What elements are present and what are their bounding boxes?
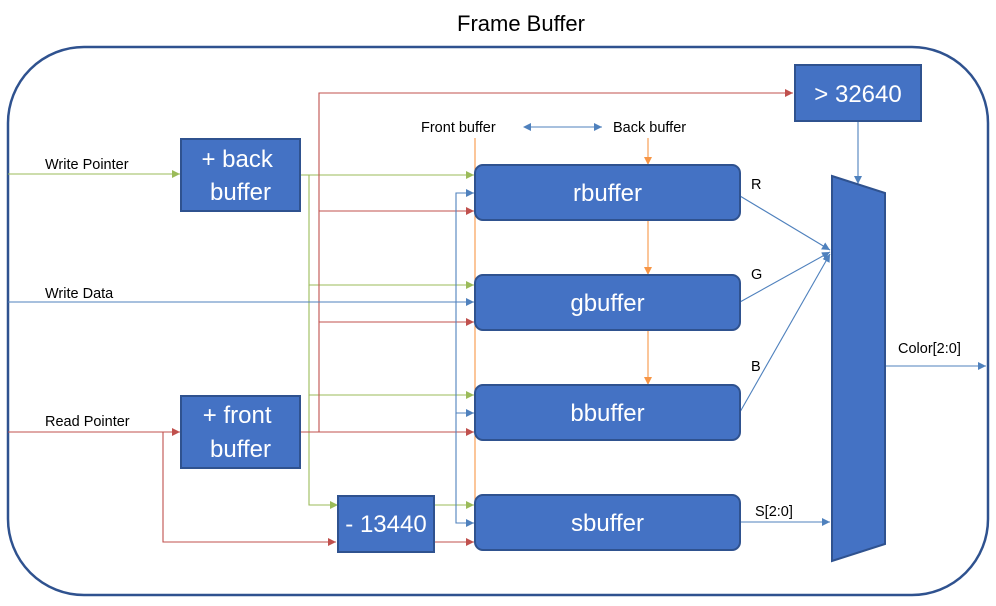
rbuffer-block [474,164,741,221]
color-multiplexer [831,174,886,563]
data-to-sbuffer-wire [455,413,474,527]
rbuffer-label: rbuffer [573,180,642,207]
front-to-gbuffer-wire [318,318,474,432]
write-data-label: Write Data [45,286,114,302]
color-output-label: Color[2:0] [898,341,961,357]
write-pointer-label: Write Pointer [45,157,129,173]
s-output-label: S[2:0] [755,504,793,520]
g-to-mux-wire [739,251,831,303]
back-buffer-label: Back buffer [613,120,686,136]
read-to-offset-wire [162,432,336,546]
front-to-rbuffer-wire [318,207,474,322]
front-buffer-label: Front buffer [421,120,496,136]
gbuffer-block [474,274,741,331]
g-output-label: G [751,267,762,283]
r-output-label: R [751,177,761,193]
front-buffer-block-label: + front buffer [203,402,278,463]
bbuffer-label: bbuffer [570,400,644,427]
back-to-offset-wire [308,395,338,509]
threshold-block [794,64,922,122]
back-buffer-block-label: + back buffer [201,146,279,206]
diagram-title: Frame Buffer [457,11,585,36]
sbuffer-block [474,494,741,551]
data-to-rbuffer-wire [455,189,474,302]
gbuffer-label: gbuffer [570,290,644,317]
threshold-label: > 32640 [814,81,901,108]
b-to-mux-wire [739,253,831,413]
back-to-gbuffer-wire [308,175,474,289]
b-output-label: B [751,359,761,375]
frame-buffer-container [6,45,990,597]
data-to-bbuffer-wire [455,302,474,417]
bbuffer-block [474,384,741,441]
offset-label: - 13440 [345,511,426,538]
front-to-threshold-wire [318,89,793,211]
offset-block [337,495,435,553]
read-pointer-label: Read Pointer [45,414,130,430]
r-to-mux-wire [739,195,831,251]
front-buffer-block [180,395,301,469]
sbuffer-label: sbuffer [571,510,644,537]
back-buffer-block [180,138,301,212]
